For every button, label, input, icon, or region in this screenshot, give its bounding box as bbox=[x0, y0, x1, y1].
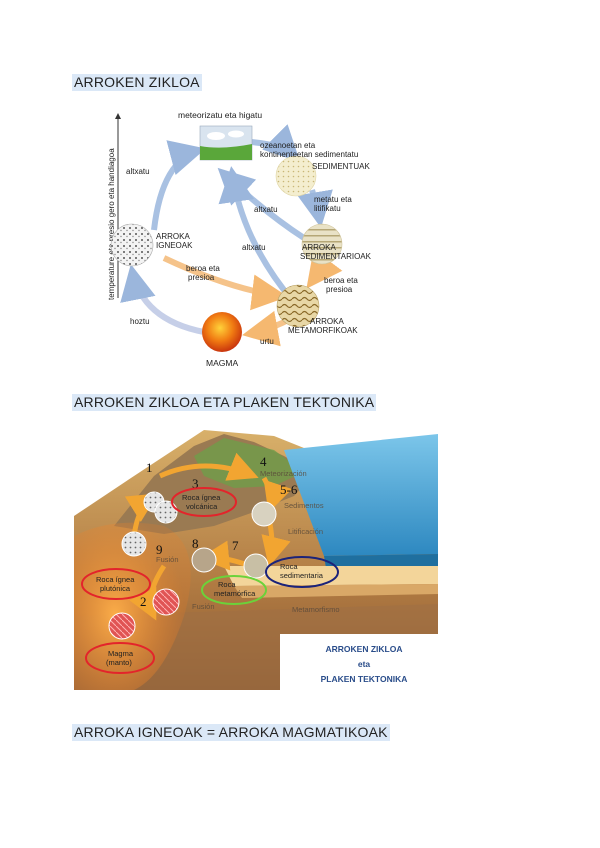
label-uplift-right: altxatu bbox=[254, 205, 278, 214]
weathering-landscape-icon bbox=[199, 125, 253, 161]
label-litificacion: Litificación bbox=[288, 527, 323, 536]
label-cool: hoztu bbox=[130, 317, 150, 326]
rock-circle-sedimentary bbox=[243, 553, 269, 579]
label-sed-2: sedimentaria bbox=[280, 571, 324, 580]
rock-circle-volcanic bbox=[154, 500, 178, 524]
magma-sun-icon bbox=[202, 312, 242, 352]
arrow-igneous-to-weathering bbox=[151, 140, 206, 231]
label-metamorfismo: Metamorfismo bbox=[292, 605, 340, 614]
plate-tectonics-diagram: 1 3 4 5-6 7 8 9 2 Meteorización Sediment… bbox=[74, 430, 438, 690]
arrow-magma-to-igneous bbox=[120, 264, 205, 335]
label-heat-pressure-1: beroa eta bbox=[186, 264, 220, 273]
ocean bbox=[284, 434, 438, 556]
label-heat-pressure-2: presioa bbox=[188, 273, 215, 282]
section-heading-rock-cycle-tectonics: ARROKEN ZIKLOA ETA PLAKEN TEKTONIKA bbox=[72, 394, 377, 411]
label-compact-2: litifikatu bbox=[314, 204, 341, 213]
step-number-1: 1 bbox=[146, 460, 153, 475]
highlight-volcanic bbox=[171, 487, 237, 517]
label-igneous-1: ARROKA bbox=[156, 232, 190, 241]
label-magma-2: (manto) bbox=[106, 658, 132, 667]
label-igneous-2: IGNEOAK bbox=[156, 241, 193, 250]
label-compact-1: metatu eta bbox=[314, 195, 352, 204]
title-box bbox=[280, 634, 438, 690]
sedimentary-rock-icon bbox=[301, 223, 343, 265]
arrow-igneous-to-metamorphic bbox=[162, 255, 288, 311]
label-heat-pressure2-1: beroa eta bbox=[324, 276, 358, 285]
label-meta-2: metamórfica bbox=[214, 589, 256, 598]
label-magma: MAGMA bbox=[206, 358, 238, 368]
section-heading-rock-cycle: ARROKEN ZIKLOA bbox=[72, 74, 202, 91]
label-sed-1: Roca bbox=[280, 562, 298, 571]
rock-cycle-diagram: temperature eta presio gero eta handiago… bbox=[107, 110, 372, 368]
step-number-8: 8 bbox=[192, 536, 199, 551]
highlight-magma bbox=[85, 642, 155, 674]
axis-label: temperature eta presio gero eta handiago… bbox=[107, 148, 116, 300]
label-sedimentary-1: ARROKA bbox=[302, 243, 336, 252]
rock-circle-magma-a bbox=[152, 588, 180, 616]
label-fusion-a: Fusión bbox=[156, 555, 179, 564]
label-melt: urtu bbox=[260, 337, 274, 346]
step-number-4: 4 bbox=[260, 454, 267, 469]
section-heading-igneous: ARROKA IGNEOAK = ARROKA MAGMATIKOAK bbox=[72, 724, 390, 741]
label-sediments: SEDIMENTUAK bbox=[312, 162, 370, 171]
highlight-plutonic bbox=[81, 568, 151, 600]
step-number-56: 5-6 bbox=[280, 482, 298, 497]
sediment-layers bbox=[224, 566, 438, 586]
label-volcanic-1: Roca ígnea bbox=[182, 493, 221, 502]
label-uplift-left: altxatu bbox=[126, 167, 150, 176]
label-magma-1: Magma bbox=[108, 649, 134, 658]
title-box-line-1: ARROKEN ZIKLOA bbox=[326, 644, 403, 654]
highlight-metamorphic bbox=[201, 575, 267, 605]
label-plutonic-1: Roca ígnea bbox=[96, 575, 135, 584]
title-box-line-3: PLAKEN TEKTONIKA bbox=[321, 674, 408, 684]
label-uplift-mid: altxatu bbox=[242, 243, 266, 252]
label-fusion-b: Fusión bbox=[192, 602, 215, 611]
title-box-line-2: eta bbox=[358, 659, 371, 669]
label-weathering: meteorizatu eta higatu bbox=[178, 110, 262, 120]
label-metamorphic-1: ARROKA bbox=[310, 317, 344, 326]
label-volcanic-2: volcánica bbox=[186, 502, 218, 511]
step-number-3: 3 bbox=[192, 476, 199, 491]
highlight-sedimentary bbox=[265, 556, 339, 588]
rock-circle-metamorphic bbox=[191, 547, 217, 573]
label-meta-1: Roca bbox=[218, 580, 236, 589]
metamorphic-rock-icon bbox=[276, 284, 320, 328]
sediments-icon bbox=[275, 155, 317, 197]
label-sedimentary-2: SEDIMENTARIOAK bbox=[300, 252, 372, 261]
label-transport-1: ozeanoetan eta bbox=[260, 141, 316, 150]
arrow-sediments-to-sedimentary bbox=[297, 189, 333, 228]
step-number-9: 9 bbox=[156, 542, 163, 557]
arrow-weathering-to-sediments bbox=[249, 124, 301, 163]
arrow-sedimentary-to-metamorphic bbox=[306, 249, 343, 289]
rock-circle-sediment bbox=[251, 501, 277, 527]
rock-circle-magma-b bbox=[108, 612, 136, 640]
step-number-7: 7 bbox=[232, 538, 239, 553]
label-transport-2: kontinenteetan sedimentatu bbox=[260, 150, 358, 159]
label-heat-pressure2-2: presioa bbox=[326, 285, 353, 294]
label-meteorizacion: Meteorización bbox=[260, 469, 307, 478]
label-plutonic-2: plutónica bbox=[100, 584, 131, 593]
label-sedimentos: Sedimentos bbox=[284, 501, 324, 510]
rock-circle-plutonic bbox=[121, 531, 147, 557]
igneous-rock-icon bbox=[110, 223, 154, 267]
label-metamorphic-2: METAMORFIKOAK bbox=[288, 326, 358, 335]
step-number-2: 2 bbox=[140, 594, 147, 609]
